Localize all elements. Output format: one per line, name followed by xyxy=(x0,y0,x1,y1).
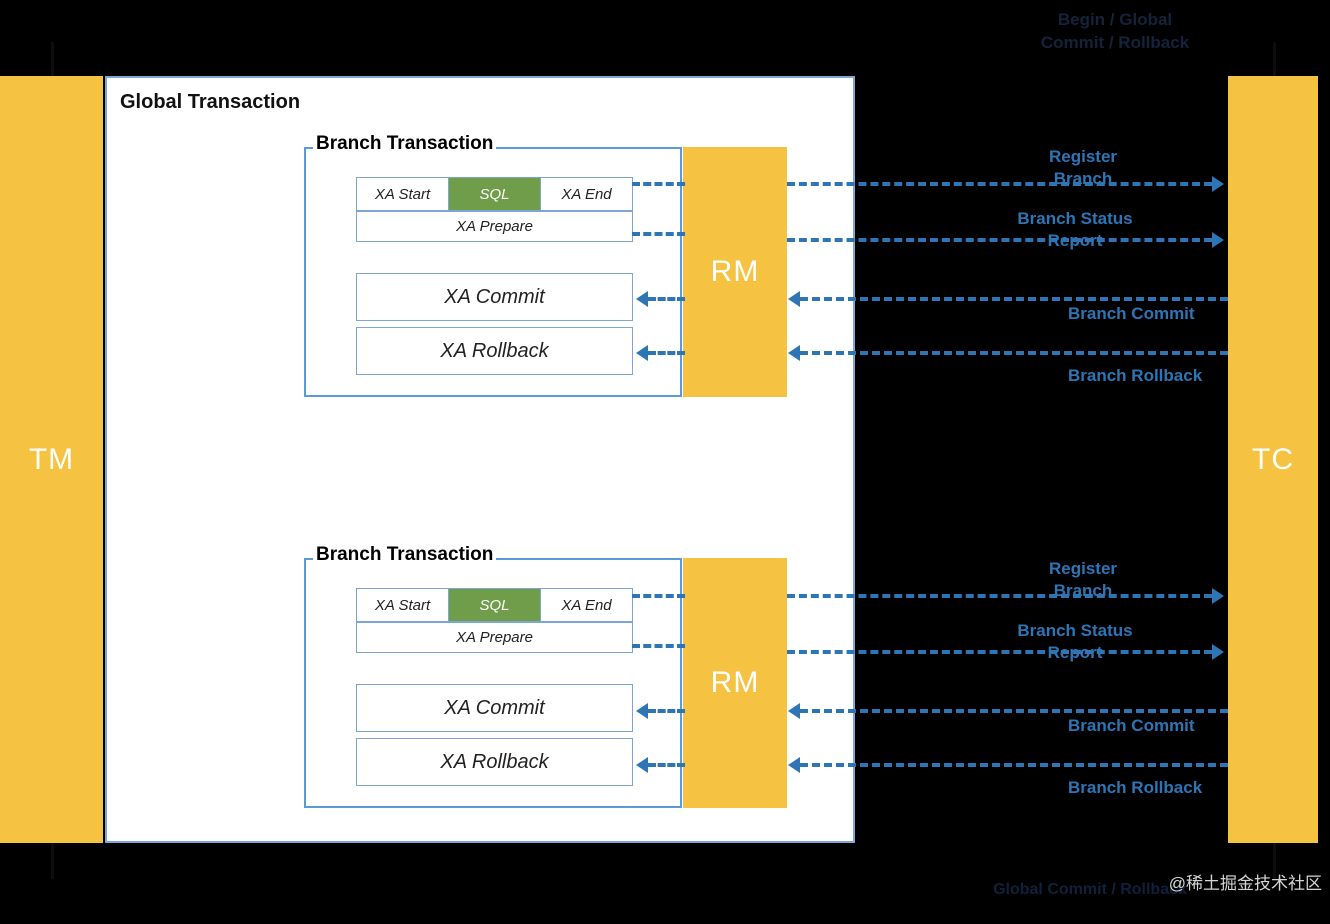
actor-tc: TC xyxy=(1228,76,1318,843)
arrow-rm-1-register-branch xyxy=(1212,176,1224,192)
branch-2-xa-rollback-label: XA Rollback xyxy=(440,750,549,773)
arrow-rm-to-branch-1-xa-commit xyxy=(636,291,648,307)
line-rm-to-branch-1-xa-rollback xyxy=(648,351,685,355)
tc-spine-top xyxy=(1273,42,1276,78)
label-tc-to-rm-2-branch-commit: Branch Commit xyxy=(1068,716,1195,735)
branch-2-xa-prepare: XA Prepare xyxy=(356,622,633,653)
arrow-tc-to-rm-1-branch-commit xyxy=(788,291,800,307)
branch-2-xa-prepare-label: XA Prepare xyxy=(456,629,533,646)
global-commit-rollback-label: Global Commit / Rollback xyxy=(993,881,1187,898)
branch-transaction-2-title: Branch Transaction xyxy=(313,544,497,566)
branch-transaction-1-title: Branch Transaction xyxy=(313,133,497,155)
branch-2-sql: SQL xyxy=(448,589,540,621)
actor-tc-label: TC xyxy=(1252,442,1294,476)
label-rm-1-register-branch: Register Branch xyxy=(1048,147,1118,188)
arrow-rm-to-branch-2-xa-commit xyxy=(636,703,648,719)
line-rm-1-register-branch xyxy=(787,182,1212,186)
branch-2-xa-rollback: XA Rollback xyxy=(356,738,633,786)
branch-transaction-2: Branch Transaction XA Start SQL XA End X… xyxy=(304,544,682,808)
line-branch-1-xa-prepare-to-rm xyxy=(632,232,685,236)
branch-1-xa-commit-label: XA Commit xyxy=(444,285,545,308)
arrow-rm-2-branch-status-report xyxy=(1212,644,1224,660)
global-begin-commit-label: Begin / Global Commit / Rollback xyxy=(1040,10,1190,52)
actor-tm: TM xyxy=(0,76,103,843)
watermark: @稀土掘金技术社区 xyxy=(1168,874,1322,893)
line-tc-to-rm-2-branch-rollback xyxy=(800,763,1228,767)
tm-spine-top xyxy=(51,42,54,78)
label-rm-2-branch-status-report: Branch Status Report xyxy=(1017,621,1133,662)
tm-spine-bottom xyxy=(51,843,54,879)
actor-tm-label: TM xyxy=(28,442,75,476)
line-rm-to-branch-2-xa-rollback xyxy=(648,763,685,767)
branch-2-xa-commit: XA Commit xyxy=(356,684,633,732)
label-tc-to-rm-1-branch-commit: Branch Commit xyxy=(1068,304,1195,323)
branch-transaction-1: Branch Transaction XA Start SQL XA End X… xyxy=(304,133,682,397)
line-rm-2-register-branch xyxy=(787,594,1212,598)
label-tc-to-rm-2-branch-rollback: Branch Rollback xyxy=(1068,778,1203,797)
line-branch-1-xa-end-to-rm xyxy=(632,182,685,186)
label-tc-to-rm-1-branch-rollback: Branch Rollback xyxy=(1068,366,1203,385)
branch-1-sql: SQL xyxy=(448,178,540,210)
global-transaction-title: Global Transaction xyxy=(120,91,301,113)
branch-1-xa-commit: XA Commit xyxy=(356,273,633,321)
arrow-rm-to-branch-2-xa-rollback xyxy=(636,757,648,773)
branch-1-xa-rollback-label: XA Rollback xyxy=(440,339,549,362)
line-rm-to-branch-1-xa-commit xyxy=(648,297,685,301)
branch-1-xa-prepare: XA Prepare xyxy=(356,211,633,242)
arrow-tc-to-rm-2-branch-rollback xyxy=(788,757,800,773)
branch-2-xa-start: XA Start xyxy=(374,596,431,614)
line-branch-2-xa-prepare-to-rm xyxy=(632,644,685,648)
branch-1-xa-row: XA Start SQL XA End xyxy=(356,177,633,211)
label-rm-1-branch-status-report: Branch Status Report xyxy=(1017,209,1133,250)
arrow-rm-1-branch-status-report xyxy=(1212,232,1224,248)
actor-rm-2: RM xyxy=(683,558,787,808)
line-tc-to-rm-1-branch-commit xyxy=(800,297,1228,301)
line-tc-to-rm-1-branch-rollback xyxy=(800,351,1228,355)
branch-2-xa-commit-label: XA Commit xyxy=(444,696,545,719)
actor-rm-1: RM xyxy=(683,147,787,397)
branch-1-xa-end: XA End xyxy=(540,178,632,210)
arrow-rm-to-branch-1-xa-rollback xyxy=(636,345,648,361)
branch-1-xa-prepare-label: XA Prepare xyxy=(456,218,533,235)
line-branch-2-xa-end-to-rm xyxy=(632,594,685,598)
line-rm-1-branch-status-report xyxy=(787,238,1212,242)
line-rm-to-branch-2-xa-commit xyxy=(648,709,685,713)
arrow-tc-to-rm-1-branch-rollback xyxy=(788,345,800,361)
line-tc-to-rm-2-branch-commit xyxy=(800,709,1228,713)
arrow-tc-to-rm-2-branch-commit xyxy=(788,703,800,719)
branch-2-xa-end: XA End xyxy=(540,589,632,621)
label-rm-2-register-branch: Register Branch xyxy=(1048,559,1118,600)
arrow-rm-2-register-branch xyxy=(1212,588,1224,604)
branch-1-xa-rollback: XA Rollback xyxy=(356,327,633,375)
branch-1-xa-start: XA Start xyxy=(374,185,431,203)
line-rm-2-branch-status-report xyxy=(787,650,1212,654)
actor-rm-1-label: RM xyxy=(710,255,760,288)
tc-spine-bottom xyxy=(1273,843,1276,879)
actor-rm-2-label: RM xyxy=(710,666,760,699)
branch-2-xa-row: XA Start SQL XA End xyxy=(356,588,633,622)
